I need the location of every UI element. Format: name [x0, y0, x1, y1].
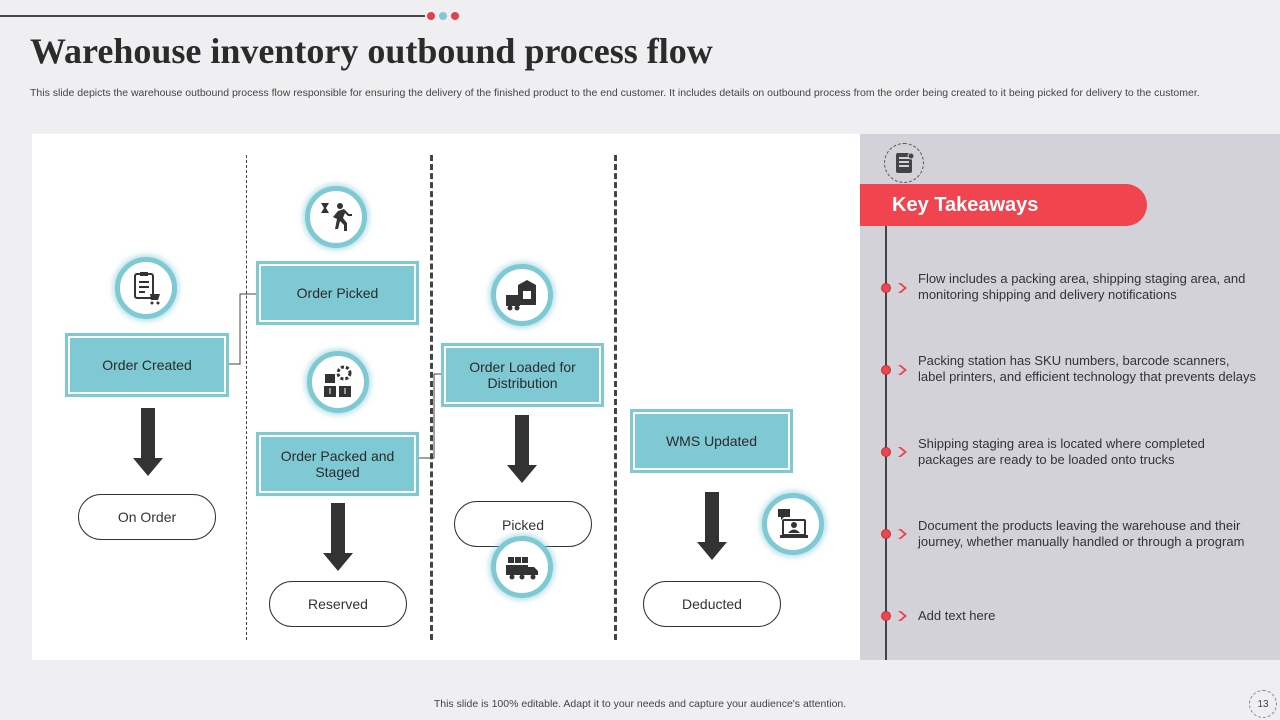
takeaway-item: Shipping staging area is located where c…	[918, 436, 1205, 467]
order-packed-box: Order Packed and Staged	[256, 432, 419, 496]
footer-note: This slide is 100% editable. Adapt it to…	[433, 698, 847, 710]
chevron-right-icon	[898, 447, 907, 457]
down-arrow	[133, 408, 163, 476]
column-divider	[246, 155, 247, 640]
header-rule	[0, 15, 425, 17]
down-arrow	[697, 492, 727, 560]
chevron-right-icon	[898, 365, 907, 375]
decor-dot-teal	[439, 12, 447, 20]
order-loaded-box: Order Loaded for Distribution	[441, 343, 604, 407]
takeaway-item: Document the products leaving the wareho…	[918, 518, 1245, 549]
timeline-dot	[881, 283, 891, 293]
timeline-dot	[881, 365, 891, 375]
order-picked-box: Order Picked	[256, 261, 419, 325]
down-arrow	[323, 503, 353, 571]
key-takeaways-heading: Key Takeaways	[860, 184, 1147, 226]
order-created-box: Order Created	[65, 333, 229, 397]
takeaway-item: Flow includes a packing area, shipping s…	[918, 271, 1246, 302]
warehouse-truck-icon	[491, 264, 553, 326]
timeline-line	[885, 226, 887, 660]
connectors	[228, 293, 441, 459]
timeline-dot	[881, 611, 891, 621]
checklist-cart-icon	[115, 257, 177, 319]
page-subtitle: This slide depicts the warehouse outboun…	[30, 87, 1200, 99]
takeaway-item: Add text here	[918, 608, 996, 623]
timeline-dot	[881, 529, 891, 539]
decor-dot-red-2	[451, 12, 459, 20]
boxes-gear-icon	[307, 351, 369, 413]
page-title: Warehouse inventory outbound process flo…	[30, 31, 713, 71]
online-support-icon	[762, 493, 824, 555]
column-divider	[430, 155, 433, 640]
wms-updated-box: WMS Updated	[630, 409, 793, 473]
decor-dot-red	[427, 12, 435, 20]
column-divider	[614, 155, 617, 640]
deducted-status: Deducted	[643, 581, 781, 627]
chevron-right-icon	[898, 611, 907, 621]
reserved-status: Reserved	[269, 581, 407, 627]
chevron-right-icon	[898, 529, 907, 539]
delivery-truck-icon	[491, 536, 553, 598]
takeaway-item: Packing station has SKU numbers, barcode…	[918, 353, 1256, 384]
timeline-dot	[881, 447, 891, 457]
document-list-icon	[884, 143, 924, 183]
down-arrow	[507, 415, 537, 483]
chevron-right-icon	[898, 283, 907, 293]
on-order-status: On Order	[78, 494, 216, 540]
person-hourglass-icon	[305, 186, 367, 248]
page-number: 13	[1249, 690, 1277, 718]
